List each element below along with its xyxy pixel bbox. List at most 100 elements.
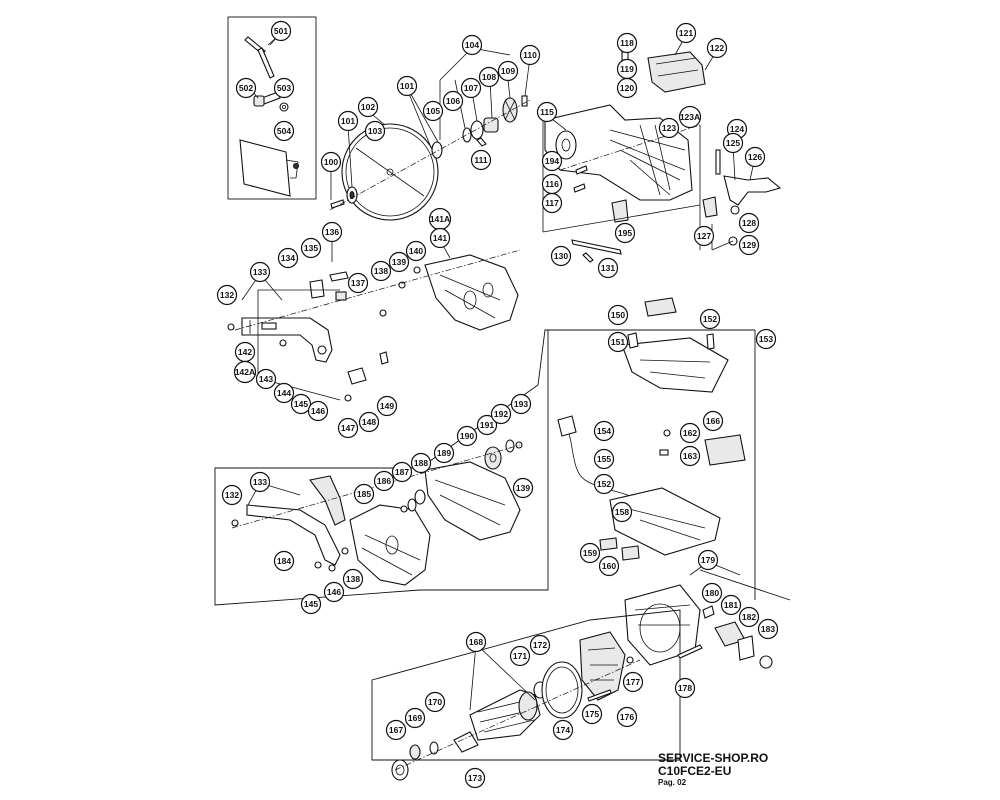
callout-label: 159 bbox=[583, 548, 597, 558]
tools-kit-box bbox=[227, 16, 317, 200]
callout-circle bbox=[364, 120, 386, 142]
callout-circle bbox=[738, 212, 760, 234]
callout-134: 134 bbox=[277, 247, 299, 269]
callout-131: 131 bbox=[597, 257, 619, 279]
callout-circle bbox=[679, 422, 701, 444]
callout-circle bbox=[611, 501, 633, 523]
callout-label: 130 bbox=[554, 251, 568, 261]
callout-label: 504 bbox=[277, 126, 291, 136]
callout-193: 193 bbox=[510, 393, 532, 415]
callout-label: 160 bbox=[602, 561, 616, 571]
callout-label: 163 bbox=[683, 451, 697, 461]
callout-label: 185 bbox=[357, 489, 371, 499]
callout-176: 176 bbox=[616, 706, 638, 728]
callout-circle bbox=[658, 117, 680, 139]
callout-120: 120 bbox=[616, 77, 638, 99]
callout-circle bbox=[478, 66, 500, 88]
callout-149: 149 bbox=[376, 395, 398, 417]
callout-circle bbox=[249, 471, 271, 493]
callout-label: 190 bbox=[460, 431, 474, 441]
callout-label: 107 bbox=[464, 83, 478, 93]
callout-label: 136 bbox=[325, 227, 339, 237]
callout-170: 170 bbox=[424, 691, 446, 713]
callout-label: 151 bbox=[611, 337, 625, 347]
callout-circle bbox=[429, 227, 451, 249]
link-arm-lower-guard bbox=[227, 249, 521, 402]
callout-138b: 138 bbox=[342, 568, 364, 590]
callout-label: 123A bbox=[680, 112, 700, 122]
callout-circle bbox=[461, 34, 483, 56]
callout-167: 167 bbox=[385, 719, 407, 741]
callout-circle bbox=[270, 20, 292, 42]
callout-circle bbox=[476, 414, 498, 436]
callout-144: 144 bbox=[273, 382, 295, 404]
callout-158: 158 bbox=[611, 501, 633, 523]
callout-label: 127 bbox=[697, 231, 711, 241]
callout-183: 183 bbox=[757, 618, 779, 640]
callout-circle bbox=[273, 77, 295, 99]
callout-503: 503 bbox=[273, 77, 295, 99]
callout-label: 105 bbox=[426, 106, 440, 116]
callout-label: 181 bbox=[724, 600, 738, 610]
footer-block: SERVICE-SHOP.RO C10FCE2-EU Pag. 02 bbox=[658, 752, 768, 788]
callout-circle bbox=[385, 719, 407, 741]
callout-142: 142 bbox=[234, 341, 256, 363]
callout-label: 174 bbox=[556, 725, 570, 735]
callout-128: 128 bbox=[738, 212, 760, 234]
callout-label: 103 bbox=[368, 126, 382, 136]
callout-label: 117 bbox=[545, 198, 559, 208]
callout-label: 108 bbox=[482, 72, 496, 82]
callout-circle bbox=[497, 60, 519, 82]
callout-label: 128 bbox=[742, 218, 756, 228]
callout-145: 145 bbox=[290, 393, 312, 415]
callout-103: 103 bbox=[364, 120, 386, 142]
callout-circle bbox=[442, 90, 464, 112]
callout-127: 127 bbox=[693, 225, 715, 247]
callout-141a: 141A bbox=[428, 207, 452, 231]
callout-circle bbox=[391, 461, 413, 483]
callout-123a: 123A bbox=[678, 105, 702, 129]
callout-101b: 101 bbox=[396, 75, 418, 97]
callout-107: 107 bbox=[460, 77, 482, 99]
callout-151: 151 bbox=[607, 331, 629, 353]
callout-label: 141A bbox=[430, 214, 450, 224]
callout-circle bbox=[373, 470, 395, 492]
callout-168: 168 bbox=[465, 631, 487, 653]
callout-label: 121 bbox=[679, 28, 693, 38]
callout-105: 105 bbox=[422, 100, 444, 122]
callout-169: 169 bbox=[404, 707, 426, 729]
callout-192: 192 bbox=[490, 403, 512, 425]
callout-label: 125 bbox=[726, 138, 740, 148]
callout-179: 179 bbox=[697, 549, 719, 571]
callout-circle bbox=[699, 308, 721, 330]
callout-label: 126 bbox=[748, 152, 762, 162]
callout-circle bbox=[388, 251, 410, 273]
callout-circle bbox=[255, 368, 277, 390]
callout-circle bbox=[529, 634, 551, 656]
callout-label: 139 bbox=[516, 483, 530, 493]
callout-145b: 145 bbox=[300, 593, 322, 615]
callout-circle bbox=[519, 44, 541, 66]
callout-174: 174 bbox=[552, 719, 574, 741]
callout-label: 134 bbox=[281, 253, 295, 263]
callout-104: 104 bbox=[461, 34, 483, 56]
callout-label: 501 bbox=[274, 26, 288, 36]
callout-circle bbox=[607, 331, 629, 353]
callout-label: 188 bbox=[414, 458, 428, 468]
callout-181: 181 bbox=[720, 594, 742, 616]
callout-136: 136 bbox=[321, 221, 343, 243]
callout-label: 192 bbox=[494, 409, 508, 419]
saw-blade-assembly bbox=[329, 95, 531, 221]
callout-label: 179 bbox=[701, 555, 715, 565]
callout-label: 186 bbox=[377, 476, 391, 486]
callout-126: 126 bbox=[744, 146, 766, 168]
callout-label: 503 bbox=[277, 83, 291, 93]
callout-circle bbox=[706, 37, 728, 59]
callout-130: 130 bbox=[550, 245, 572, 267]
callout-116: 116 bbox=[541, 173, 563, 195]
callout-circle bbox=[550, 245, 572, 267]
callout-circle bbox=[607, 304, 629, 326]
callout-label: 191 bbox=[480, 420, 494, 430]
